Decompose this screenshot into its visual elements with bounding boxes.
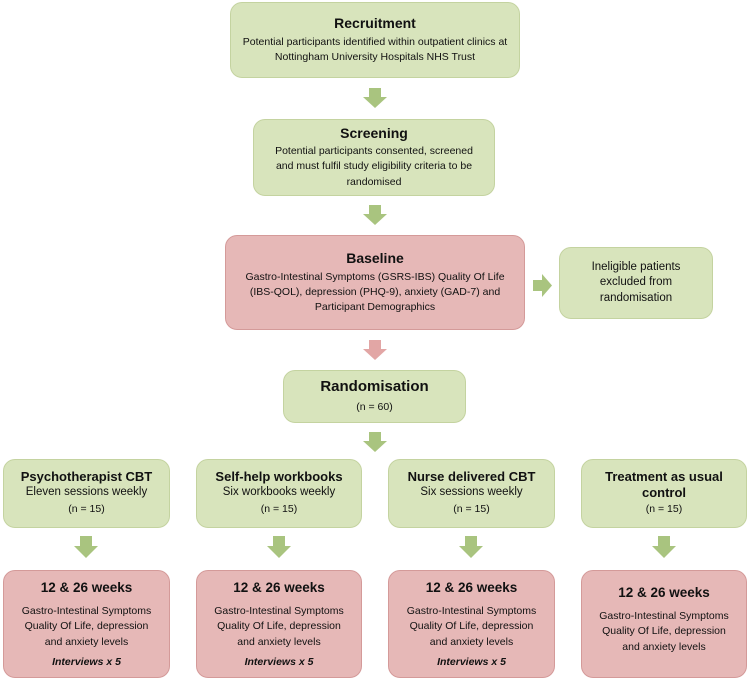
arm-n: (n = 15): [645, 503, 683, 516]
ineligible-box: Ineligible patients excluded from random…: [559, 247, 713, 319]
followup-title: 12 & 26 weeks: [425, 580, 518, 596]
followup-interviews: Interviews x 5: [244, 655, 314, 668]
followup-line1: Gastro-Intestinal Symptoms: [599, 610, 729, 623]
followup-line2: Quality Of Life, depression and anxiety …: [602, 625, 726, 653]
down-arrow-icon: [363, 432, 387, 452]
recruitment-box: Recruitment Potential participants ident…: [230, 2, 520, 78]
arm-title: Psychotherapist CBT: [20, 469, 153, 485]
right-arrow-icon: [533, 274, 552, 297]
arm-subtitle: Six sessions weekly: [420, 485, 523, 498]
baseline-title: Baseline: [346, 249, 404, 266]
baseline-box: Baseline Gastro-Intestinal Symptoms (GSR…: [225, 235, 525, 330]
arm-title: Treatment as usual control: [605, 469, 723, 500]
followup-line2: Quality Of Life, depression and anxiety …: [217, 620, 341, 648]
followup-box-4: 12 & 26 weeks Gastro-Intestinal Symptoms…: [581, 570, 747, 678]
screening-text: Potential participants consented, screen…: [275, 145, 473, 188]
randomisation-title: Randomisation: [320, 377, 429, 395]
down-arrow-icon: [459, 536, 483, 558]
followup-interviews: Interviews x 5: [52, 655, 121, 668]
arm-box-tau: Treatment as usual control (n = 15): [581, 459, 747, 528]
followup-line1: Gastro-Intestinal Symptoms: [21, 605, 152, 618]
arm-box-nurse: Nurse delivered CBT Six sessions weekly …: [388, 459, 555, 528]
followup-title: 12 & 26 weeks: [618, 585, 710, 600]
recruitment-text: Potential participants identified within…: [242, 35, 508, 63]
arm-n: (n = 15): [68, 503, 105, 516]
followup-line1: Gastro-Intestinal Symptoms: [406, 605, 537, 618]
followup-box-1: 12 & 26 weeks Gastro-Intestinal Symptoms…: [3, 570, 170, 678]
followup-line2: Quality Of Life, depression and anxiety …: [24, 620, 149, 648]
followup-title: 12 & 26 weeks: [40, 580, 133, 596]
followup-title: 12 & 26 weeks: [233, 580, 325, 596]
followup-line2: Quality Of Life, depression and anxiety …: [409, 620, 534, 648]
arm-n: (n = 15): [260, 503, 298, 516]
down-arrow-icon: [652, 536, 676, 558]
arm-box-selfhelp: Self-help workbooks Six workbooks weekly…: [196, 459, 362, 528]
down-arrow-icon: [74, 536, 98, 558]
recruitment-title: Recruitment: [334, 14, 416, 31]
followup-line1: Gastro-Intestinal Symptoms: [214, 605, 344, 618]
randomisation-box: Randomisation (n = 60): [283, 370, 466, 423]
arm-subtitle: Eleven sessions weekly: [25, 485, 148, 498]
down-arrow-icon: [363, 88, 387, 108]
arm-title: Nurse delivered CBT: [407, 469, 536, 485]
randomisation-n: (n = 60): [356, 400, 393, 413]
screening-box: Screening Potential participants consent…: [253, 119, 495, 196]
baseline-text: Gastro-Intestinal Symptoms (GSRS-IBS) Qu…: [245, 270, 505, 313]
screening-title: Screening: [340, 125, 408, 142]
followup-box-2: 12 & 26 weeks Gastro-Intestinal Symptoms…: [196, 570, 362, 678]
followup-interviews: Interviews x 5: [437, 655, 506, 668]
arm-box-psychotherapist: Psychotherapist CBT Eleven sessions week…: [3, 459, 170, 528]
followup-box-3: 12 & 26 weeks Gastro-Intestinal Symptoms…: [388, 570, 555, 678]
ineligible-text: Ineligible patients excluded from random…: [591, 260, 681, 304]
arm-n: (n = 15): [453, 503, 490, 516]
arm-title: Self-help workbooks: [215, 469, 343, 485]
down-arrow-icon: [267, 536, 291, 558]
arm-subtitle: Six workbooks weekly: [222, 485, 336, 498]
down-arrow-icon: [363, 205, 387, 225]
down-arrow-icon: [363, 340, 387, 360]
